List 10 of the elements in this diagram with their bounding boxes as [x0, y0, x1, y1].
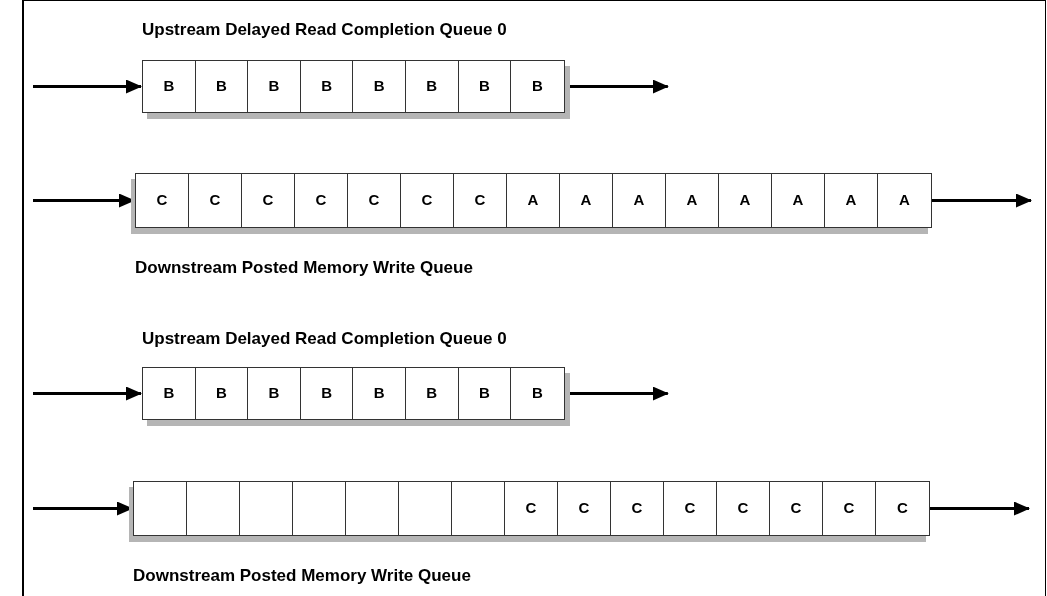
- arrow: [931, 193, 1032, 208]
- queue-title: Upstream Delayed Read Completion Queue 0: [142, 20, 508, 40]
- arrow: [33, 79, 142, 94]
- queue-title: Downstream Posted Memory Write Queue: [133, 566, 472, 586]
- arrow: [929, 501, 1030, 516]
- arrow: [567, 386, 669, 401]
- arrow: [567, 79, 669, 94]
- queue-title: Upstream Delayed Read Completion Queue 0: [142, 329, 508, 349]
- queue-title: Downstream Posted Memory Write Queue: [135, 258, 474, 278]
- arrow: [33, 386, 142, 401]
